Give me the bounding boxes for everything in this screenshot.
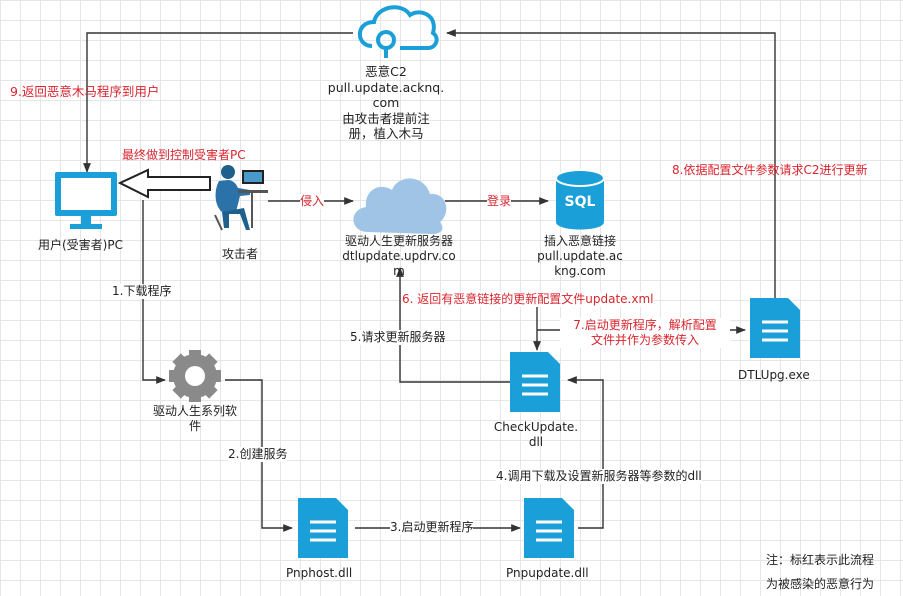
legend-note-line1: 注：标红表示此流程: [766, 553, 875, 567]
sql-domain-line2: kng.com: [554, 264, 606, 278]
sql-node-label: 插入恶意链接 pull.update.ac kng.com: [522, 234, 638, 279]
edge-9-label: 9.返回恶意木马程序到用户: [10, 84, 160, 99]
edge-9-return-trojan: [83, 32, 353, 173]
edge-5-label: 5.请求更新服务器: [350, 330, 446, 345]
sql-database-icon: [555, 169, 605, 230]
sql-icon-text: SQL: [564, 194, 596, 210]
c2-title: 恶意C2: [365, 64, 407, 79]
gear-icon: [169, 350, 221, 402]
edge-7-line1: 7.启动更新程序，解析配置: [560, 318, 730, 333]
user-pc-label: 用户(受害者)PC: [38, 238, 123, 252]
pnpupdate-file-icon: [524, 498, 574, 558]
c2-domain-line1: pull.update.acknq.: [327, 79, 445, 95]
edge-3-label: 3.启动更新程序: [390, 520, 474, 535]
edge-4-label: 4.调用下载及设置新服务器等参数的dll: [496, 469, 702, 484]
edge-6-label: 6. 返回有恶意链接的更新配置文件update.xml: [402, 292, 654, 307]
edge-2-label: 2.创建服务: [228, 447, 288, 462]
attacker-icon: [214, 165, 268, 231]
dtlupg-file-icon: [750, 298, 800, 358]
legend-note-line2: 为被感染的恶意行为: [766, 577, 875, 591]
pnphost-label: Pnphost.dll: [286, 566, 353, 580]
checkupdate-line2: dll: [528, 435, 544, 449]
checkupdate-file-icon: [510, 352, 560, 412]
pnpupdate-label: Pnpupdate.dll: [506, 566, 589, 580]
c2-domain-line2: com: [372, 95, 400, 110]
control-arrow: [117, 168, 211, 199]
legend-note: 注：标红表示此流程 为被感染的恶意行为: [766, 548, 874, 596]
edge-7-line2: 文件并作为参数传入: [560, 333, 730, 348]
c2-desc-line1: 由攻击者提前注: [342, 110, 430, 126]
update-server-domain-line2: m: [393, 264, 405, 278]
edge-7-label: 7.启动更新程序，解析配置 文件并作为参数传入: [560, 318, 730, 348]
update-server-domain-line1: dtlupdate.updrv.co: [342, 249, 456, 263]
intrude-label: 侵入: [300, 194, 325, 209]
driver-suite-line1: 驱动人生系列软: [152, 404, 237, 418]
checkupdate-line1: CheckUpdate.: [493, 420, 579, 434]
c2-cloud-icon: [357, 5, 439, 58]
edge-8-request-c2: [446, 29, 776, 298]
checkupdate-label: CheckUpdate. dll: [480, 420, 592, 450]
c2-node-label: 恶意C2 pull.update.acknq. com 由攻击者提前注 册，植入…: [316, 64, 456, 142]
c2-desc-line2: 册，植入木马: [348, 126, 424, 141]
final-control-label: 最终做到控制受害者PC: [122, 148, 246, 162]
edge-4-call-dll: [567, 376, 604, 529]
driver-suite-label: 驱动人生系列软 件: [140, 404, 250, 434]
edge-8-label: 8.依据配置文件参数请求C2进行更新: [672, 163, 868, 177]
attacker-label: 攻击者: [222, 247, 259, 261]
update-server-name: 驱动人生更新服务器: [344, 234, 453, 248]
sql-desc: 插入恶意链接: [543, 234, 616, 248]
edge-1-download: [142, 200, 166, 384]
sql-domain-line1: pull.update.ac: [537, 249, 623, 263]
update-server-cloud-icon: [353, 178, 447, 234]
edge-1-label: 1.下载程序: [112, 284, 172, 299]
monitor-icon: [55, 172, 117, 229]
dtlupg-label: DTLUpg.exe: [738, 368, 810, 382]
edge-5-request-server: [396, 267, 510, 383]
login-label: 登录: [487, 194, 512, 209]
pnphost-file-icon: [298, 498, 348, 558]
update-server-label: 驱动人生更新服务器 dtlupdate.updrv.co m: [330, 234, 468, 279]
driver-suite-line2: 件: [188, 419, 201, 433]
